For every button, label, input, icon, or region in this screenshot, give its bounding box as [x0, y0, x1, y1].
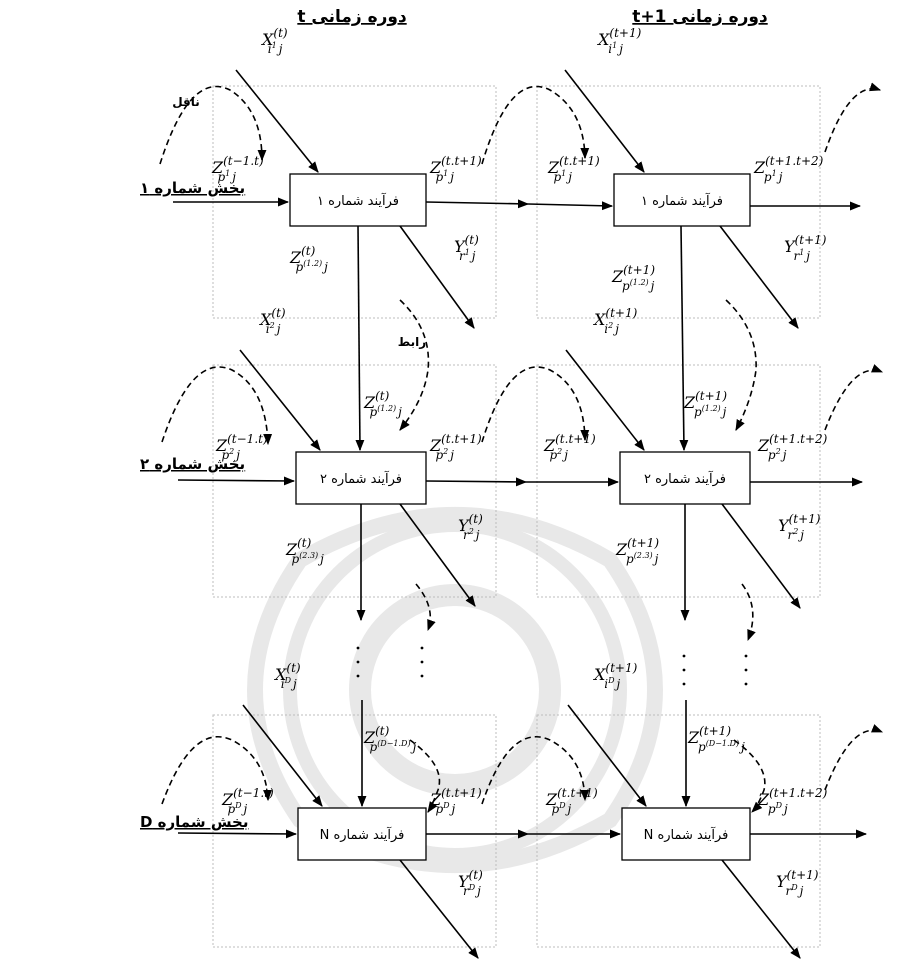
watermark-logo: [247, 507, 663, 873]
process-label-1-t: فرآیند شماره ۱: [317, 192, 399, 209]
arrow-y1-t: [399, 225, 475, 329]
dashed-carrier-1-mid: [481, 85, 590, 165]
dashed-link-23-t1: [741, 583, 756, 642]
process-box-d-t: [297, 807, 427, 861]
process-box-2-t: [295, 451, 427, 505]
dashed-carrier-d-out: [824, 724, 884, 791]
variable-z23-t: Z(t)p(2.3)j: [285, 536, 324, 566]
dashed-carrier-2-out: [824, 364, 884, 431]
variable-z12-above-t: Z(t)p(1.2)j: [363, 389, 402, 419]
dashed-carrier-d-t: [161, 735, 272, 805]
arrow-xd-t: [242, 704, 323, 807]
arrow-y2-t1: [721, 503, 801, 609]
arrow-carry-mid-1: [425, 199, 530, 209]
process-boxes: [289, 173, 751, 861]
dashed-carrier-1-out: [824, 82, 882, 153]
continuation-dots: [356, 646, 748, 686]
row-label-1: بخش شماره ۱: [140, 179, 245, 197]
process-label-2-t1: فرآیند شماره ۲: [644, 470, 726, 487]
process-label-2-t: فرآیند شماره ۲: [320, 470, 402, 487]
arrow-x1-t1: [564, 69, 645, 173]
dashed-link-d1d-t: [409, 739, 441, 813]
arrow-carry-in-2-t: [177, 476, 296, 486]
dashed-carrier-2-t: [161, 366, 273, 446]
link-label: رابط: [398, 335, 426, 349]
row-label-d: بخش شماره D: [140, 813, 248, 831]
arrow-z12-t: [355, 225, 365, 452]
dashed-carrier-1-t: [159, 85, 267, 165]
dashed-link-12-t1: [725, 299, 757, 431]
arrow-x1-t: [235, 69, 319, 173]
arrow-y2-t: [399, 503, 476, 607]
arrow-x2-t1: [565, 349, 645, 451]
arrow-y1-t1: [719, 225, 799, 329]
variable-zD1D-t1: Z(t+1)p(D−1.D)j: [687, 724, 745, 754]
variable-z12-below-t: Z(t)p(1.2)j: [289, 244, 328, 274]
process-box-d-t1: [621, 807, 751, 861]
process-label-d-t1: فرآیند شماره N: [644, 826, 729, 843]
arrow-yd-t: [399, 859, 479, 959]
arrow-yd-t1: [721, 859, 801, 959]
variable-z23-t1: Z(t+1)p(2.3)j: [615, 536, 659, 566]
flow-arrows: [173, 69, 868, 959]
arrow-xd-t1: [567, 704, 647, 807]
variable-z12-below-t1: Z(t+1)p(1.2)j: [611, 263, 655, 293]
process-box-1-t: [289, 173, 427, 227]
dashed-link-d1d-t1: [733, 739, 766, 813]
arrow-z12-t1: [679, 225, 689, 452]
dashed-link-arrows: [159, 82, 884, 813]
process-label-1-t1: فرآیند شماره ۱: [641, 192, 723, 209]
variable-zD1D-t: Z(t)p(D−1.D)j: [363, 724, 417, 754]
dashed-link-23-t: [415, 583, 436, 632]
header-period-t: دوره زمانی t: [297, 7, 407, 27]
process-label-d-t: فرآیند شماره N: [320, 826, 405, 843]
dashed-link-12-t: [399, 299, 430, 431]
arrow-carry-in-1-t1: [527, 201, 614, 211]
row-label-2: بخش شماره ۲: [140, 455, 245, 473]
variable-z12-above-t1: Z(t+1)p(1.2)j: [683, 389, 727, 419]
arrow-carry-in-d-t: [177, 829, 298, 839]
arrow-carry-mid-2: [425, 477, 528, 487]
dashed-carrier-2-mid: [481, 366, 590, 443]
header-period-t1: دوره زمانی t+1: [632, 7, 768, 27]
dashed-carrier-d-mid: [481, 735, 590, 805]
process-box-1-t1: [613, 173, 751, 227]
arrow-x2-t: [239, 349, 321, 451]
